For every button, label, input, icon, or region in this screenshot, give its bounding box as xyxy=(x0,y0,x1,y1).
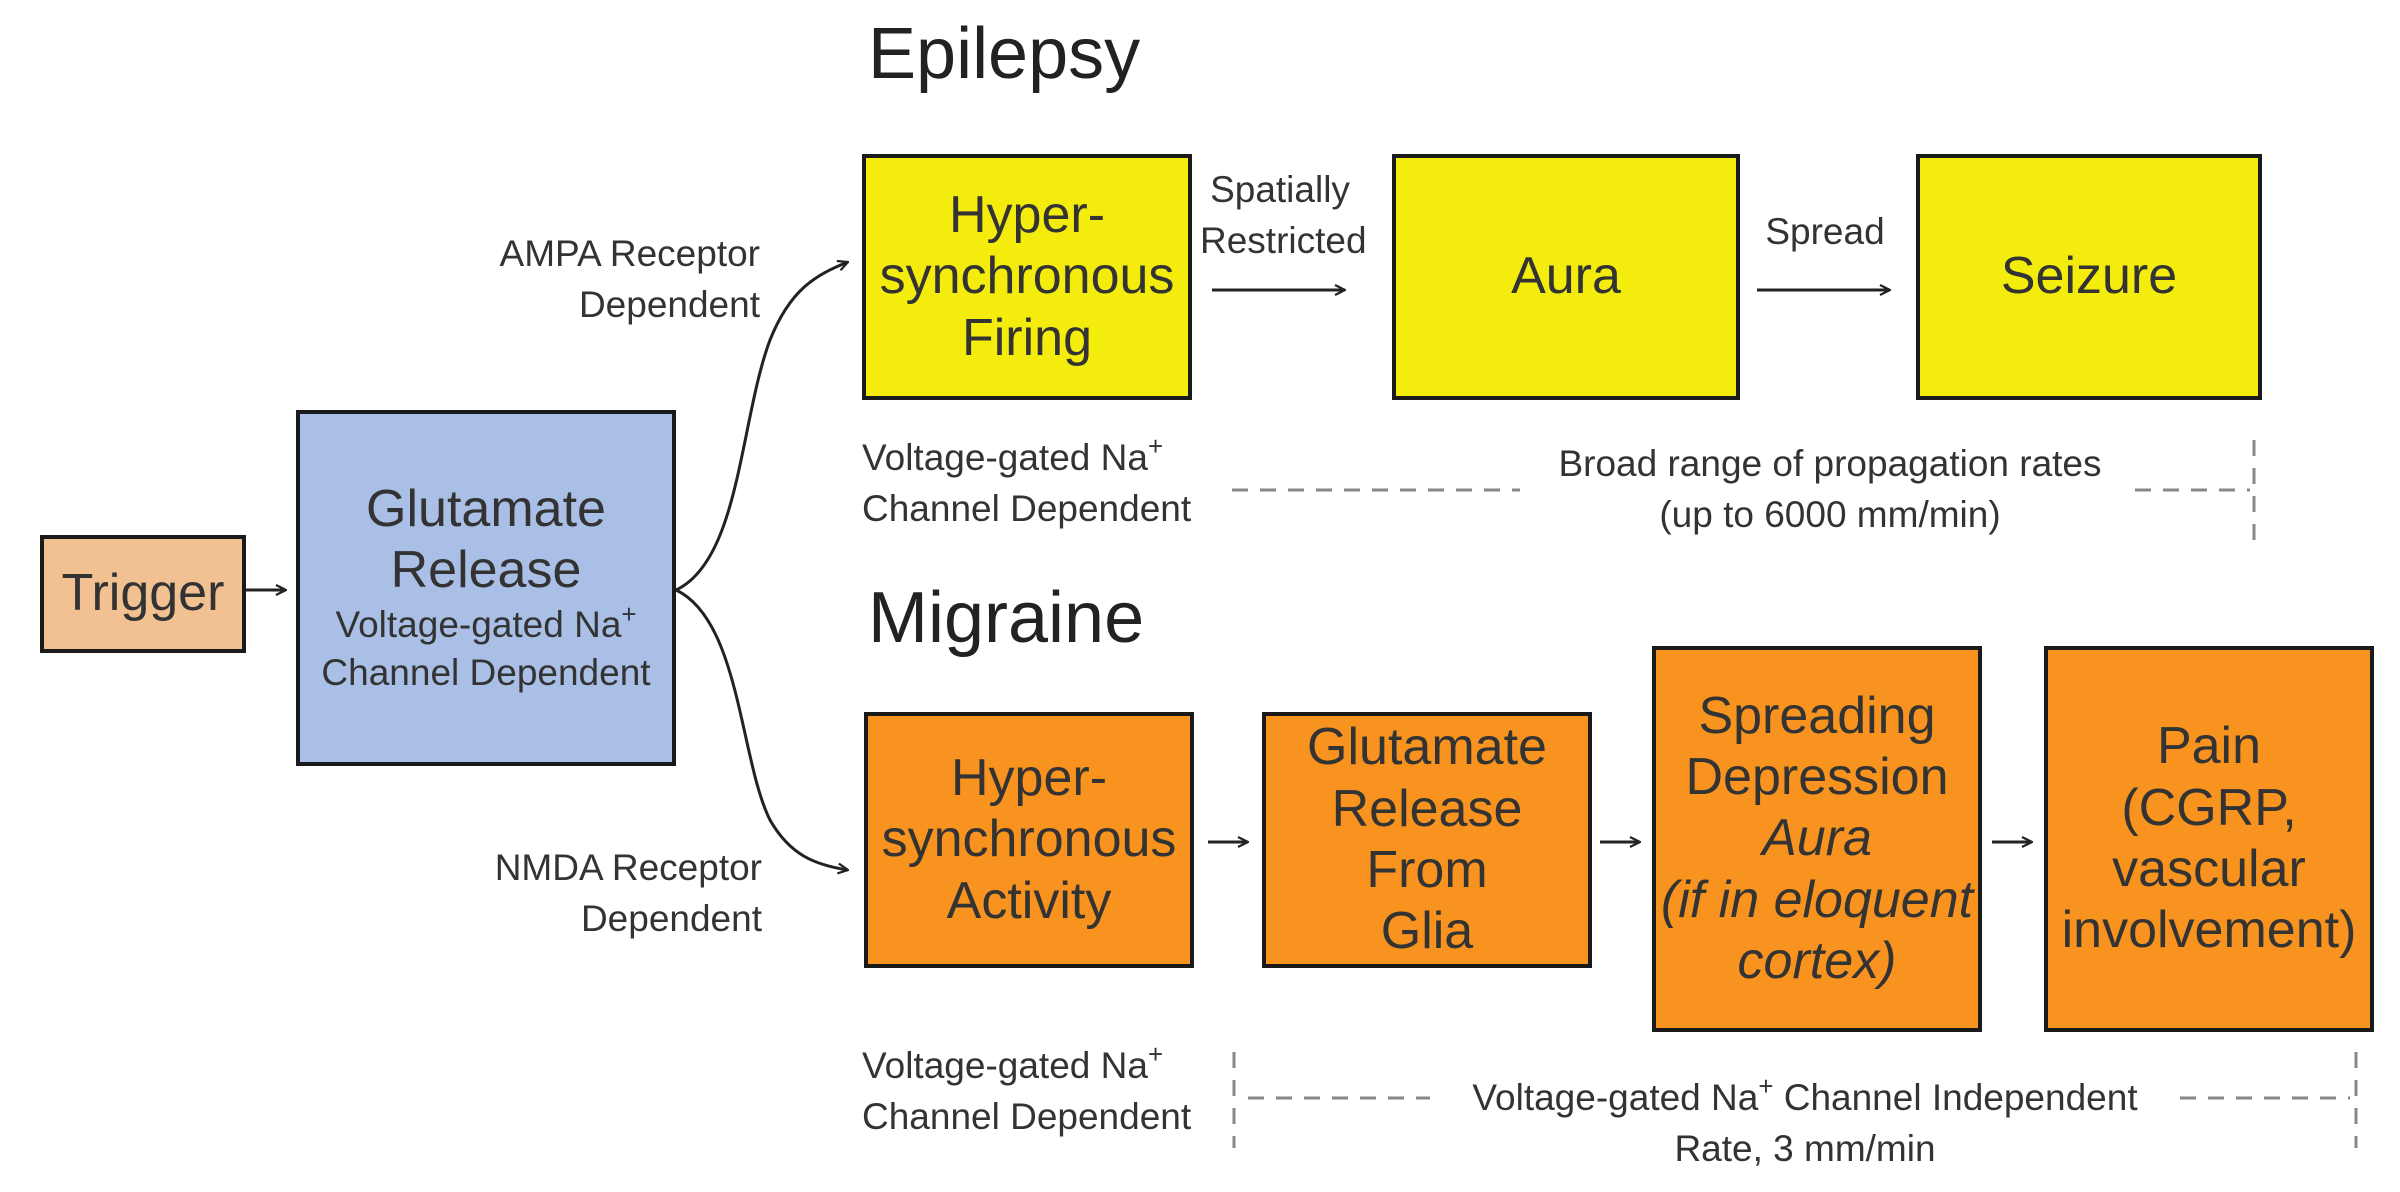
epilepsy-title: Epilepsy xyxy=(868,14,1141,94)
glutamate-line2: Release xyxy=(390,540,582,599)
sodium-independent-note: Voltage-gated Na+ Channel Independent Ra… xyxy=(1472,1073,2138,1170)
glutamate-sub2: Channel Dependent xyxy=(321,652,651,694)
glutamate-release-box: Glutamate Release Voltage-gated Na+ Chan… xyxy=(296,410,676,766)
epilepsy-sodium-dependent-note: Voltage-gated Na+ Channel Dependent xyxy=(862,433,1192,530)
spatially-restricted-label: Spatially Restricted xyxy=(1200,169,1367,262)
hypersynchronous-activity-box: Hyper- synchronous Activity xyxy=(864,712,1194,968)
nmda-branch-label: NMDA Receptor Dependent xyxy=(494,847,762,940)
arrow-branch-nmda xyxy=(675,588,848,870)
glutamate-line1: Glutamate xyxy=(366,479,606,538)
arrow-branch-ampa xyxy=(675,262,848,592)
hypersynchronous-firing-box: Hyper- synchronous Firing xyxy=(862,154,1192,400)
migraine-title: Migraine xyxy=(868,578,1145,658)
trigger-label: Trigger xyxy=(61,564,225,623)
trigger-box: Trigger xyxy=(40,535,246,653)
ampa-branch-label: AMPA Receptor Dependent xyxy=(499,233,760,326)
glutamate-sub1: Voltage-gated Na+ xyxy=(335,600,637,646)
glutamate-release-from-glia-box: Glutamate Release From Glia xyxy=(1262,712,1592,968)
spreading-depression-box: Spreading Depression Aura (if in eloquen… xyxy=(1652,646,1982,1032)
seizure-box: Seizure xyxy=(1916,154,2262,400)
pain-box: Pain (CGRP, vascular involvement) xyxy=(2044,646,2374,1032)
spread-label: Spread xyxy=(1765,211,1885,252)
aura-box: Aura xyxy=(1392,154,1740,400)
migraine-sodium-dependent-note: Voltage-gated Na+ Channel Dependent xyxy=(862,1041,1192,1138)
propagation-rates-note: Broad range of propagation rates (up to … xyxy=(1558,443,2102,536)
